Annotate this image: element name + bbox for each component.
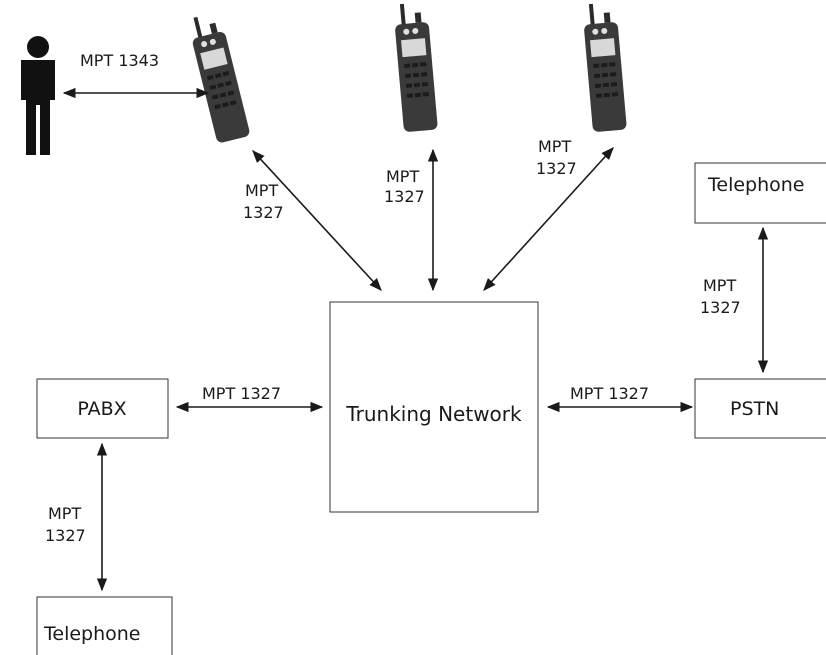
label-radio-left-l1: MPT (245, 181, 278, 200)
label-pabx-telephone-l2: 1327 (45, 526, 86, 545)
telephone-top-label: Telephone (707, 174, 805, 196)
pstn-label: PSTN (730, 398, 779, 420)
label-telephone-pstn-l2: 1327 (700, 298, 741, 317)
label-radio-right-l1: MPT (538, 137, 571, 156)
label-trunking-pstn: MPT 1327 (570, 384, 649, 403)
telephone-top-box (694, 162, 826, 224)
trunking-network-box (329, 301, 539, 513)
label-radio-left-l2: 1327 (243, 203, 284, 222)
pabx-box (36, 378, 169, 439)
label-radio-right-l2: 1327 (536, 159, 577, 178)
radio-icon-right (584, 3, 627, 132)
label-person-radio: MPT 1343 (80, 51, 159, 70)
telephone-bottom-box (36, 596, 173, 655)
label-pabx-trunking: MPT 1327 (202, 384, 281, 403)
label-telephone-pstn-l1: MPT (703, 276, 736, 295)
arrow-radio-left-trunking (252, 150, 382, 291)
trunking-network-label: Trunking Network (345, 402, 522, 426)
radio-icon-left (192, 16, 250, 143)
label-radio-middle-l1: MPT (386, 167, 419, 186)
person-icon (21, 36, 55, 155)
label-pabx-telephone-l1: MPT (48, 504, 81, 523)
pabx-label: PABX (77, 398, 126, 420)
telephone-bottom-label: Telephone (43, 623, 141, 645)
arrow-radio-right-trunking (483, 147, 614, 291)
pstn-box (694, 378, 826, 439)
label-radio-middle-l2: 1327 (384, 187, 425, 206)
radio-icon-middle (395, 3, 438, 132)
